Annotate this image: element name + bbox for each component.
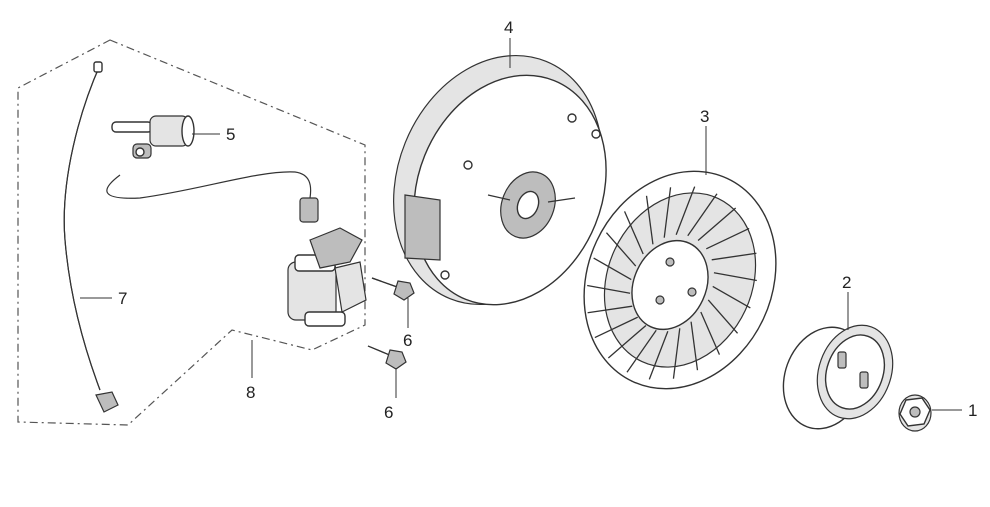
ignition-coil-part xyxy=(287,227,367,327)
fan-blade xyxy=(594,316,638,339)
lead-wire-part xyxy=(63,61,119,413)
flange-nut-part xyxy=(898,394,932,432)
fan-blade xyxy=(700,311,721,355)
fan-blade xyxy=(687,193,718,237)
callout-6-lower: 6 xyxy=(384,403,393,422)
fan-blade xyxy=(587,305,633,314)
fan-blade xyxy=(712,285,751,309)
fan-blade xyxy=(648,331,669,380)
starter-cup-part xyxy=(782,324,894,430)
bolt-lower-part xyxy=(367,345,407,370)
callout-1: 1 xyxy=(968,401,977,420)
callout-3: 3 xyxy=(700,107,709,126)
fan-blade xyxy=(663,187,672,238)
callout-8: 8 xyxy=(246,383,255,402)
fan-blade xyxy=(697,207,737,242)
ignition-wire xyxy=(106,171,312,199)
fan-blades xyxy=(587,186,757,380)
callout-7: 7 xyxy=(118,289,127,308)
fan-blade xyxy=(605,232,637,267)
fan-blade xyxy=(672,328,681,379)
fan-blade xyxy=(593,257,632,281)
fan-blade xyxy=(626,329,657,373)
fan-blade xyxy=(645,195,654,245)
assembly-group-boundary xyxy=(17,39,366,426)
wire-connector xyxy=(299,197,319,223)
fan-blade xyxy=(713,272,757,282)
callout-4: 4 xyxy=(504,18,513,37)
fan-blade xyxy=(587,284,631,294)
fan-blade xyxy=(690,321,699,371)
spark-plug-cap-part xyxy=(111,115,195,159)
bolt-upper-part xyxy=(371,277,415,301)
fan-blade xyxy=(607,324,647,359)
fan-blade xyxy=(707,299,739,334)
callout-6-upper: 6 xyxy=(403,331,412,350)
fan-blade xyxy=(706,227,750,250)
fan-blade xyxy=(711,252,757,261)
fan-blade xyxy=(623,211,644,255)
cooling-fan-part xyxy=(583,170,777,390)
fan-blade xyxy=(675,186,696,235)
flywheel-part xyxy=(393,54,607,306)
callout-5: 5 xyxy=(226,125,235,144)
callout-2: 2 xyxy=(842,273,851,292)
